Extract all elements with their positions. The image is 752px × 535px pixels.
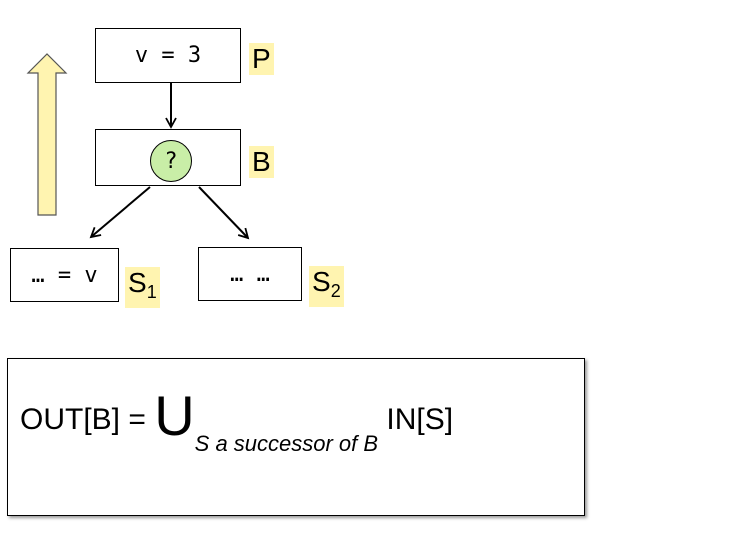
decision-circle: ?	[150, 140, 192, 182]
node-s2: … …	[198, 247, 302, 301]
edge-b-to-s1	[89, 186, 151, 239]
node-s1: … = v	[10, 248, 119, 302]
label-p: P	[249, 43, 274, 75]
backward-flow-arrow	[26, 53, 68, 216]
node-p-code: v = 3	[134, 43, 202, 68]
formula-box: OUT[B] = US a successor of B IN[S]	[7, 358, 585, 516]
node-s2-code: … …	[230, 261, 270, 287]
node-p: v = 3	[95, 28, 241, 83]
label-b: B	[249, 146, 274, 178]
label-s2: S2	[309, 266, 344, 307]
label-s1: S1	[125, 267, 160, 308]
dataflow-equation: OUT[B] = US a successor of B IN[S]	[20, 383, 453, 457]
union-symbol: U	[154, 384, 195, 447]
edge-b-to-s2	[198, 186, 250, 240]
formula-lhs: OUT[B] =	[20, 403, 146, 436]
node-s1-code: … = v	[31, 262, 98, 288]
formula-subscript: S a successor of B	[194, 431, 379, 456]
formula-rhs: IN[S]	[386, 403, 454, 436]
